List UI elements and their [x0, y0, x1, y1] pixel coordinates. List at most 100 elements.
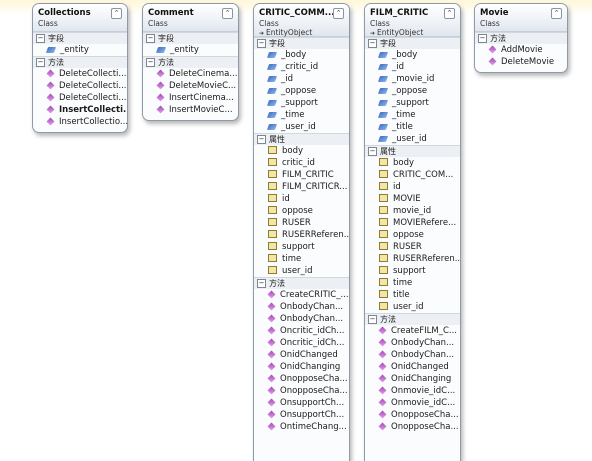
- member-row[interactable]: FILM_CRITIC: [254, 169, 349, 181]
- member-row[interactable]: support: [365, 265, 460, 277]
- collapse-chevron-icon[interactable]: ⌃: [111, 8, 122, 19]
- member-row[interactable]: DeleteCollecti...: [33, 68, 127, 80]
- member-row[interactable]: _user_id: [365, 133, 460, 145]
- member-row[interactable]: _support: [254, 97, 349, 109]
- section-header[interactable]: −属性: [254, 133, 349, 145]
- member-row[interactable]: OnbodyChan...: [254, 301, 349, 313]
- member-row[interactable]: _entity: [143, 44, 238, 56]
- section-collapse-icon[interactable]: −: [257, 39, 266, 48]
- member-row[interactable]: Onmovie_idC...: [365, 385, 460, 397]
- member-row[interactable]: user_id: [254, 265, 349, 277]
- member-row[interactable]: movie_id: [365, 205, 460, 217]
- member-row[interactable]: Onmovie_idC...: [365, 397, 460, 409]
- member-row[interactable]: _oppose: [365, 85, 460, 97]
- member-row[interactable]: _critic_id: [254, 61, 349, 73]
- member-row[interactable]: id: [254, 193, 349, 205]
- member-row[interactable]: Oncritic_idCh...: [254, 325, 349, 337]
- section-header[interactable]: −方法: [365, 313, 460, 325]
- member-row[interactable]: RUSERReferen...: [254, 229, 349, 241]
- member-row[interactable]: AddMovie: [475, 44, 567, 56]
- member-row[interactable]: OnidChanging: [365, 373, 460, 385]
- member-row[interactable]: critic_id: [254, 157, 349, 169]
- collapse-chevron-icon[interactable]: ⌃: [551, 8, 562, 19]
- member-row[interactable]: OnopposeCha...: [254, 385, 349, 397]
- member-row[interactable]: time: [254, 253, 349, 265]
- member-row[interactable]: Oncritic_idCh...: [254, 337, 349, 349]
- member-row[interactable]: DeleteMovieC...: [143, 80, 238, 92]
- member-row[interactable]: _entity: [33, 44, 127, 56]
- member-row[interactable]: CreateFILM_C...: [365, 325, 460, 337]
- section-collapse-icon[interactable]: −: [36, 34, 45, 43]
- member-row[interactable]: _time: [254, 109, 349, 121]
- member-row[interactable]: DeleteCollecti...: [33, 80, 127, 92]
- section-header[interactable]: −属性: [365, 145, 460, 157]
- section-collapse-icon[interactable]: −: [478, 34, 487, 43]
- member-row[interactable]: FILM_CRITICR...: [254, 181, 349, 193]
- member-row[interactable]: _user_id: [254, 121, 349, 133]
- member-row[interactable]: OnbodyChan...: [254, 313, 349, 325]
- member-row[interactable]: body: [365, 157, 460, 169]
- section-collapse-icon[interactable]: −: [257, 279, 266, 288]
- collapse-chevron-icon[interactable]: ⌃: [333, 8, 344, 19]
- member-row[interactable]: oppose: [365, 229, 460, 241]
- member-row[interactable]: InsertCollecti...: [33, 104, 127, 116]
- section-collapse-icon[interactable]: −: [257, 135, 266, 144]
- member-row[interactable]: _oppose: [254, 85, 349, 97]
- member-row[interactable]: DeleteCinema...: [143, 68, 238, 80]
- section-header[interactable]: −方法: [33, 56, 127, 68]
- member-row[interactable]: _id: [254, 73, 349, 85]
- member-row[interactable]: title: [365, 289, 460, 301]
- member-row[interactable]: _time: [365, 109, 460, 121]
- member-row[interactable]: _body: [365, 49, 460, 61]
- section-collapse-icon[interactable]: −: [146, 58, 155, 67]
- section-collapse-icon[interactable]: −: [368, 147, 377, 156]
- section-header[interactable]: −方法: [475, 32, 567, 44]
- member-row[interactable]: OnopposeCha...: [254, 373, 349, 385]
- member-row[interactable]: InsertMovieC...: [143, 104, 238, 116]
- member-row[interactable]: CRITIC_COM...: [365, 169, 460, 181]
- member-row[interactable]: CreateCRITIC_...: [254, 289, 349, 301]
- member-row[interactable]: support: [254, 241, 349, 253]
- member-row[interactable]: OnsupportCh...: [254, 409, 349, 421]
- member-row[interactable]: _body: [254, 49, 349, 61]
- member-row[interactable]: DeleteMovie: [475, 56, 567, 68]
- section-collapse-icon[interactable]: −: [36, 58, 45, 67]
- section-header[interactable]: −字段: [143, 32, 238, 44]
- member-row[interactable]: MOVIE: [365, 193, 460, 205]
- section-header[interactable]: −字段: [365, 37, 460, 49]
- member-row[interactable]: OnopposeCha...: [365, 421, 460, 433]
- member-row[interactable]: InsertCinema...: [143, 92, 238, 104]
- member-row[interactable]: InsertCollectio...: [33, 116, 127, 128]
- section-collapse-icon[interactable]: −: [146, 34, 155, 43]
- member-row[interactable]: _movie_id: [365, 73, 460, 85]
- member-row[interactable]: OnbodyChan...: [365, 337, 460, 349]
- member-row[interactable]: OnidChanging: [254, 361, 349, 373]
- member-row[interactable]: user_id: [365, 301, 460, 313]
- member-row[interactable]: OnbodyChan...: [365, 349, 460, 361]
- member-row[interactable]: DeleteCollecti...: [33, 92, 127, 104]
- member-row[interactable]: OnopposeCha...: [365, 409, 460, 421]
- member-row[interactable]: _support: [365, 97, 460, 109]
- member-row[interactable]: oppose: [254, 205, 349, 217]
- section-header[interactable]: −方法: [143, 56, 238, 68]
- member-row[interactable]: OnidChanged: [254, 349, 349, 361]
- class-box-critic-comm[interactable]: CRITIC_COMM...Class➔EntityObject⌃−字段_bod…: [253, 3, 350, 461]
- member-row[interactable]: RUSER: [254, 217, 349, 229]
- section-header[interactable]: −字段: [254, 37, 349, 49]
- section-collapse-icon[interactable]: −: [368, 39, 377, 48]
- section-header[interactable]: −方法: [254, 277, 349, 289]
- class-header[interactable]: CRITIC_COMM...Class➔EntityObject⌃: [254, 4, 349, 37]
- member-row[interactable]: body: [254, 145, 349, 157]
- member-row[interactable]: OnidChanged: [365, 361, 460, 373]
- member-row[interactable]: MOVIERefere...: [365, 217, 460, 229]
- member-row[interactable]: time: [365, 277, 460, 289]
- member-row[interactable]: RUSER: [365, 241, 460, 253]
